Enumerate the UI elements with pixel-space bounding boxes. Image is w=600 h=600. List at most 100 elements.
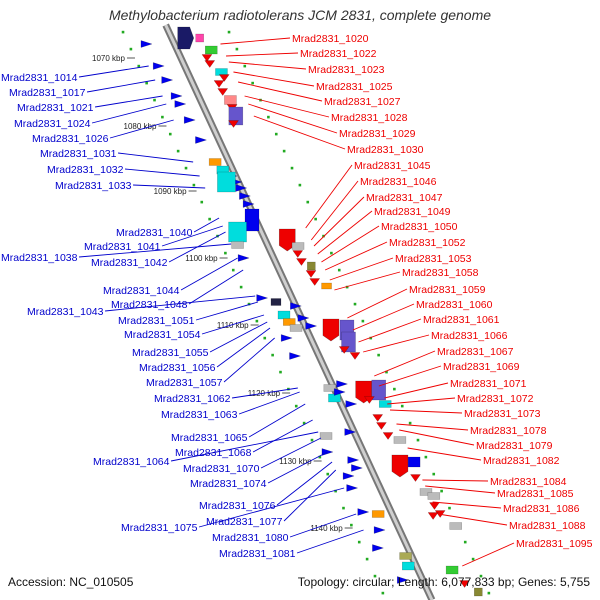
genome-backbone-highlight	[164, 24, 434, 600]
leader-line	[105, 295, 256, 312]
gene-label-right: Mrad2831_1049	[374, 206, 451, 218]
orange-feature	[321, 282, 332, 290]
gene-label-right: Mrad2831_1078	[470, 425, 547, 437]
left-track-dot	[381, 591, 385, 595]
gene-label-right: Mrad2831_1061	[423, 314, 500, 326]
right-track-dot	[353, 302, 357, 306]
pink-feature	[195, 33, 204, 43]
leader-line	[384, 382, 449, 399]
gene-label-left: Mrad2831_1076	[199, 500, 276, 512]
gene-label-left: Mrad2831_1041	[84, 241, 161, 253]
plus-strand-gene	[373, 526, 386, 534]
leader-line	[329, 257, 394, 281]
gene-label-right: Mrad2831_1053	[395, 253, 472, 265]
orange-feature	[282, 318, 296, 326]
minus-strand-gene	[213, 80, 225, 88]
right-track-dot	[408, 421, 412, 425]
left-track-dot	[231, 268, 235, 272]
leader-line	[170, 431, 319, 462]
cyan-feature	[277, 310, 291, 320]
right-track-dot	[267, 115, 270, 119]
gene-label-right: Mrad2831_1023	[308, 64, 385, 76]
leader-line	[289, 513, 357, 538]
olive-feature	[399, 552, 412, 560]
grey-feature	[427, 492, 441, 500]
minus-strand-gene	[204, 60, 216, 68]
leader-line	[399, 429, 475, 446]
left-track-dot	[121, 30, 125, 34]
leader-line	[324, 241, 388, 271]
leader-line	[462, 542, 515, 567]
left-track-dot	[342, 506, 345, 510]
leader-line	[237, 81, 323, 102]
cyan-feature	[228, 221, 247, 243]
accession-text: Accession: NC_010505	[8, 575, 134, 589]
right-track-dot	[227, 30, 231, 34]
leader-line	[231, 387, 298, 399]
gene-label-left: Mrad2831_1080	[212, 532, 289, 544]
plus-strand-gene	[239, 192, 252, 200]
plus-strand-gene	[396, 576, 410, 584]
leader-line	[78, 65, 149, 78]
gene-label-right: Mrad2831_1046	[360, 176, 437, 188]
right-track-dot	[243, 64, 247, 68]
gene-label-left: Mrad2831_1057	[146, 377, 223, 389]
plus-strand-gene	[290, 302, 303, 310]
minus-strand-gene	[201, 54, 213, 62]
plus-strand-gene	[342, 472, 355, 480]
gene-label-left: Mrad2831_1032	[47, 164, 124, 176]
tick-label: 1070 kbp	[92, 54, 125, 63]
green-feature	[205, 45, 218, 55]
leader-line	[296, 529, 364, 554]
leader-line	[125, 168, 200, 177]
leader-line	[305, 164, 353, 229]
minus-strand-gene	[372, 414, 384, 422]
minus-strand-gene	[410, 474, 421, 482]
left-track-dot	[279, 370, 282, 374]
left-track-dot	[373, 574, 377, 578]
plus-strand-gene	[280, 334, 293, 342]
right-track-dot	[337, 268, 341, 272]
leader-line	[407, 447, 482, 461]
left-track-dot	[224, 251, 227, 255]
right-track-dot	[290, 166, 294, 170]
plus-strand-gene	[174, 100, 187, 108]
right-track-dot	[298, 183, 302, 187]
right-track-dot	[274, 132, 278, 136]
right-track-dot	[416, 438, 420, 442]
leader-line	[198, 487, 345, 528]
left-track-dot	[239, 285, 243, 289]
dark-feature	[270, 298, 282, 306]
olive-feature	[474, 587, 483, 597]
left-track-dot	[326, 472, 330, 476]
gene-label-right: Mrad2831_1069	[443, 361, 520, 373]
right-track-dot	[471, 557, 475, 561]
olive-feature	[307, 261, 316, 271]
leader-line	[334, 271, 401, 291]
plus-strand-gene	[372, 544, 385, 552]
leader-line	[195, 301, 259, 321]
gene-label-left: Mrad2831_1026	[32, 133, 109, 145]
gene-label-right: Mrad2831_1029	[339, 128, 416, 140]
leader-line	[310, 180, 359, 241]
leader-line	[283, 469, 337, 522]
right-track-dot	[306, 200, 310, 204]
gene-label-right: Mrad2831_1045	[354, 160, 431, 172]
plus-strand-gene	[305, 322, 318, 330]
left-track-dot	[184, 166, 188, 170]
gene-label-right: Mrad2831_1047	[366, 192, 443, 204]
minus-strand-gene	[292, 250, 304, 258]
plus-strand-gene	[242, 200, 255, 208]
leader-line	[248, 103, 338, 134]
tick-label: 1110 kbp	[217, 321, 249, 330]
gene-label-left: Mrad2831_1062	[154, 393, 231, 405]
right-track-dot	[487, 591, 491, 595]
grey-feature	[393, 436, 407, 444]
gene-label-right: Mrad2831_1073	[464, 408, 541, 420]
leader-line	[79, 243, 232, 258]
leader-line	[313, 196, 365, 247]
leader-line	[188, 269, 244, 305]
left-track-dot	[255, 319, 259, 323]
left-track-dot	[310, 438, 314, 442]
